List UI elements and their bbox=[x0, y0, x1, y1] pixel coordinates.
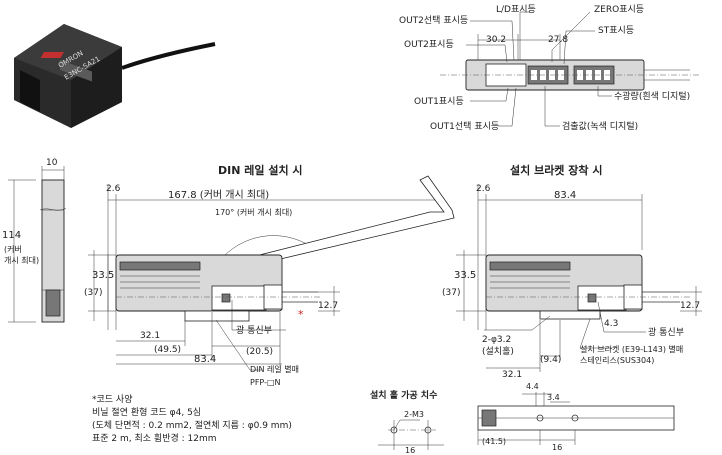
bracket-hole-note: (설치홀) bbox=[482, 345, 514, 357]
small-dim-4: 16 bbox=[552, 443, 562, 452]
din-rail-model: PFP-□N bbox=[250, 378, 281, 387]
top-dim-2: 27.8 bbox=[548, 35, 568, 45]
callout-zero-indicator: ZERO표시등 bbox=[594, 4, 644, 15]
bracket-dim-c: 32.1 bbox=[502, 370, 522, 380]
side-width: 10 bbox=[46, 158, 58, 168]
bracket-left-offset: 2.6 bbox=[476, 184, 491, 194]
top-view: 30.2 27.8 L/D표시등 ZERO표시등 OUT2선택 표시등 ST표시… bbox=[399, 4, 700, 132]
hole-title: 설치 홀 가공 치수 bbox=[370, 389, 437, 401]
side-height: 114 bbox=[2, 230, 21, 241]
din-angle: 170° (커버 개시 최대) bbox=[215, 207, 292, 217]
din-title: DIN 레일 설치 시 bbox=[218, 163, 303, 177]
callout-threshold: 검출값(녹색 디지털) bbox=[562, 120, 638, 132]
callout-out1-select: OUT1선택 표시등 bbox=[430, 121, 499, 132]
product-photo: OMRON E3NC-SA21 bbox=[14, 24, 216, 128]
bracket-dim-a: 4.3 bbox=[604, 319, 618, 329]
svg-text:*: * bbox=[298, 308, 304, 321]
bracket-length: 83.4 bbox=[554, 190, 576, 201]
cord-spec-line-3: 표준 2 m, 최소 휨반경 : 12mm bbox=[92, 434, 217, 444]
din-left-offset: 2.6 bbox=[106, 184, 121, 194]
side-view: 10 114 (커버 개시 최대) bbox=[2, 158, 67, 323]
bracket-height-paren: (37) bbox=[442, 288, 460, 298]
callout-st-indicator: ST표시등 bbox=[598, 25, 634, 36]
din-view: DIN 레일 설치 시 2.6 167.8 (커버 개시 최대) 170° (커… bbox=[84, 163, 455, 387]
din-height-paren: (37) bbox=[84, 288, 102, 298]
bracket-title: 설치 브라켓 장착 시 bbox=[510, 163, 602, 177]
cord-spec-title: *코드 사양 bbox=[92, 395, 133, 405]
callout-out2-select: OUT2선택 표시등 bbox=[399, 15, 468, 26]
bracket-cable-height: 12.7 bbox=[680, 301, 700, 311]
din-length: 167.8 (커버 개시 최대) bbox=[168, 189, 269, 201]
hole-thread: 2-M3 bbox=[404, 410, 424, 419]
cord-spec: *코드 사양 비닐 절연 환형 코드 φ4, 5심 (도체 단면적 : 0.2 … bbox=[92, 394, 292, 446]
callout-out2-indicator: OUT2표시등 bbox=[404, 39, 454, 50]
bracket-light-comm: 광 통신부 bbox=[648, 326, 684, 338]
bracket-view: 설치 브라켓 장착 시 2.6 83.4 33.5 (37) 12.7 2-φ3… bbox=[442, 163, 702, 380]
side-height-note-1: (커버 bbox=[4, 244, 22, 254]
din-total: 83.4 bbox=[194, 354, 216, 365]
din-height: 33.5 bbox=[92, 270, 114, 281]
hole-spacing: 16 bbox=[405, 446, 415, 455]
callout-out1-indicator: OUT1표시등 bbox=[414, 96, 464, 107]
side-height-note-2: 개시 최대) bbox=[4, 255, 39, 265]
small-dim-2: 3.4 bbox=[547, 393, 560, 402]
din-rail-label: DIN 레일 별매 bbox=[250, 364, 299, 374]
small-dim-3: (41.5) bbox=[482, 437, 506, 446]
bracket-height: 33.5 bbox=[454, 270, 476, 281]
callout-light-rx: 수광량(흰색 디지털) bbox=[614, 90, 690, 102]
callout-ld-indicator: L/D표시등 bbox=[496, 4, 536, 15]
din-light-comm: 광 통신부 bbox=[236, 324, 272, 336]
top-dim-1: 30.2 bbox=[486, 35, 506, 45]
hole-view: 설치 홀 가공 치수 2-M3 16 bbox=[370, 389, 444, 455]
bracket-hole: 2-φ3.2 bbox=[482, 335, 511, 345]
din-dim-b: (49.5) bbox=[154, 345, 181, 355]
bracket-label-1: 설치 브라켓 (E39-L143) 별매 bbox=[580, 344, 683, 354]
bracket-small-view: 4.4 3.4 (41.5) 16 bbox=[477, 382, 675, 452]
din-dim-c: (20.5) bbox=[246, 347, 273, 357]
cord-spec-line-2: (도체 단면적 : 0.2 mm2, 절연체 지름 : φ0.9 mm) bbox=[92, 421, 292, 431]
din-dim-a: 32.1 bbox=[140, 331, 160, 341]
bracket-dim-b: (9.4) bbox=[540, 355, 561, 365]
din-cable-height: 12.7 bbox=[318, 301, 338, 311]
small-dim-1: 4.4 bbox=[526, 382, 539, 391]
cord-spec-line-1: 비닐 절연 환형 코드 φ4, 5심 bbox=[92, 408, 202, 418]
bracket-label-2: 스테인리스(SUS304) bbox=[580, 355, 654, 365]
